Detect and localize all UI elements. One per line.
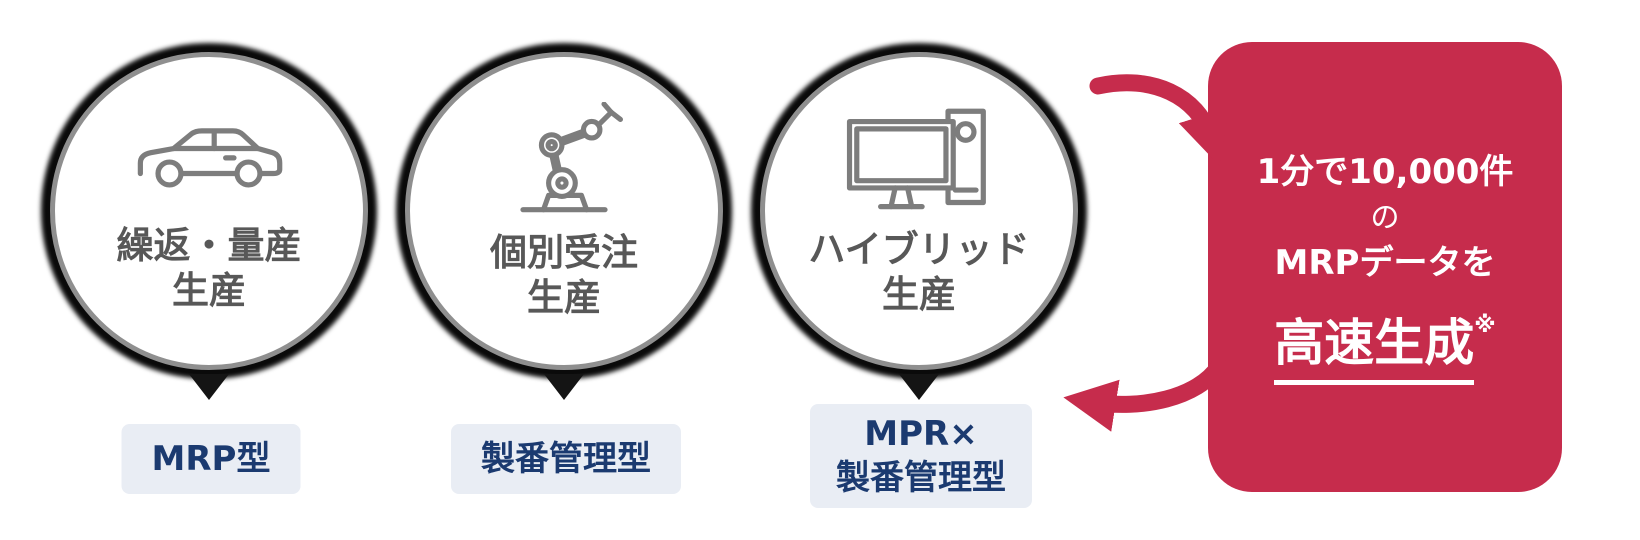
station-title: 個別受注 生産 <box>490 230 638 320</box>
tag-label: 製番管理型 <box>481 439 651 479</box>
tag-seiban-type: 製番管理型 <box>451 424 681 495</box>
car-icon <box>137 128 283 188</box>
callout-highlight-wrap: 高速生成※ <box>1274 303 1496 386</box>
arrow-to-callout <box>1089 74 1230 166</box>
monitor-icon <box>846 108 986 210</box>
tag-label-line1: MPR× <box>864 414 978 454</box>
callout-line2: の <box>1370 200 1400 235</box>
callout-note-mark: ※ <box>1474 313 1496 339</box>
tag-hybrid-type: MPR× 製番管理型 <box>810 404 1032 509</box>
station-title-line1: 繰返・量産 <box>116 223 302 267</box>
station-title-line2: 生産 <box>881 273 956 316</box>
pointer-triangle <box>899 374 939 400</box>
callout-highlight: 高速生成 <box>1274 303 1475 386</box>
tag-label-line2: 製番管理型 <box>836 458 1006 499</box>
pointer-triangle <box>189 374 229 400</box>
pointer-triangle <box>544 374 584 400</box>
station-title-line2: 生産 <box>172 269 246 312</box>
callout-line1: 1分で10,000件 <box>1256 151 1514 192</box>
station-title: 繰返・量産 生産 <box>117 223 302 313</box>
station-order-production: 個別受注 生産 <box>405 52 723 370</box>
station-hybrid-production: ハイブリッド 生産 <box>760 52 1078 370</box>
arrow-from-callout <box>1063 357 1228 432</box>
station-mass-production: 繰返・量産 生産 <box>50 52 368 370</box>
station-title: ハイブリッド 生産 <box>808 227 1029 317</box>
tag-mrp-type: MRP型 <box>121 424 301 495</box>
station-title-line2: 生産 <box>527 276 601 319</box>
station-title-line1: ハイブリッド <box>808 227 1030 271</box>
station-title-line1: 個別受注 <box>490 230 638 274</box>
callout-line3: MRPデータを <box>1274 242 1496 283</box>
tag-label: MRP型 <box>151 439 271 479</box>
speed-callout: 1分で10,000件 の MRPデータを 高速生成※ <box>1208 42 1562 492</box>
robot-arm-icon <box>520 101 623 213</box>
